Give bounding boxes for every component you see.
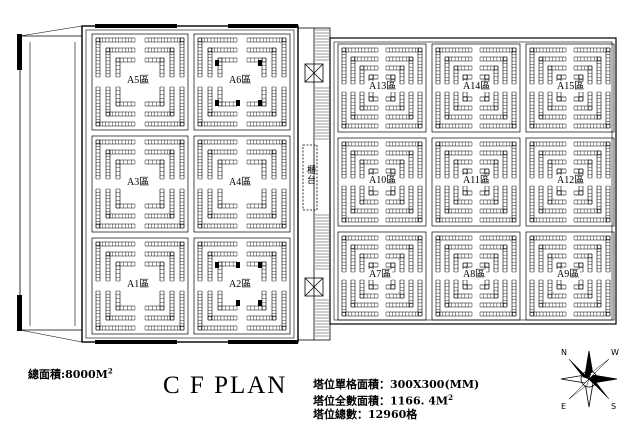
zone-label-a11: A11區 bbox=[462, 175, 491, 186]
zone-label-a5: A5區 bbox=[126, 75, 151, 86]
zone-label-a4: A4區 bbox=[228, 177, 253, 188]
compass-e: E bbox=[561, 402, 566, 411]
total-area-sup: 2 bbox=[107, 366, 113, 376]
zone-label-a1: A1區 bbox=[126, 279, 151, 290]
plan-title: C F PLAN bbox=[163, 372, 288, 399]
zone-a5 bbox=[91, 33, 189, 131]
stat-total-count: 塔位總數：12960格 bbox=[313, 407, 418, 421]
stat-total-area: 塔位全數面積：1166. 4M2 bbox=[313, 391, 479, 408]
total-area-value: 8000M bbox=[65, 368, 108, 381]
zone-a14 bbox=[431, 43, 521, 133]
zone-a12 bbox=[525, 137, 615, 227]
zone-a8 bbox=[431, 231, 521, 321]
zone-label-a12: A12區 bbox=[556, 175, 586, 186]
zone-a2 bbox=[193, 237, 291, 335]
compass-rose-icon: N W E S bbox=[555, 345, 623, 413]
zone-label-a3: A3區 bbox=[126, 177, 151, 188]
stats-block: 塔位單格面積：300X300(MM) 塔位全數面積：1166. 4M2 塔位總數… bbox=[313, 378, 479, 421]
total-area-note: 總面積:8000M2 bbox=[28, 366, 113, 382]
zone-a1 bbox=[91, 237, 189, 335]
zone-a3 bbox=[91, 135, 189, 233]
core-strip bbox=[297, 27, 331, 341]
left-building bbox=[19, 25, 299, 343]
zone-label-a2: A2區 bbox=[228, 279, 253, 290]
zone-label-a13: A13區 bbox=[368, 81, 398, 92]
compass-n: N bbox=[561, 348, 567, 357]
zone-a6 bbox=[193, 33, 291, 131]
thick-walls bbox=[17, 24, 298, 344]
total-area-label: 總面積: bbox=[28, 368, 66, 381]
zone-label-a10: A10區 bbox=[368, 175, 398, 186]
zone-a7 bbox=[337, 231, 427, 321]
zone-label-a8: A8區 bbox=[462, 269, 487, 280]
zone-a4 bbox=[193, 135, 291, 233]
zone-label-a9: A9區 bbox=[556, 269, 581, 280]
zones-layer bbox=[91, 33, 615, 335]
zone-label-a15: A15區 bbox=[556, 81, 586, 92]
zone-label-a14: A14區 bbox=[462, 81, 492, 92]
zone-label-a6: A6區 bbox=[228, 75, 253, 86]
zone-label-a7: A7區 bbox=[368, 269, 393, 280]
stat-total-area-value: 塔位全數面積：1166. 4M bbox=[313, 394, 449, 408]
zone-a13 bbox=[337, 43, 427, 133]
pillar-markers bbox=[215, 60, 262, 306]
compass-s: S bbox=[611, 402, 616, 411]
stat-total-area-sup: 2 bbox=[448, 393, 453, 402]
counter-label: 櫃台 bbox=[305, 165, 315, 185]
stat-unit-area: 塔位單格面積：300X300(MM) bbox=[313, 378, 480, 391]
zone-a15 bbox=[525, 43, 615, 133]
zone-a10 bbox=[337, 137, 427, 227]
zone-a9 bbox=[525, 231, 615, 321]
compass-w: W bbox=[611, 348, 619, 357]
